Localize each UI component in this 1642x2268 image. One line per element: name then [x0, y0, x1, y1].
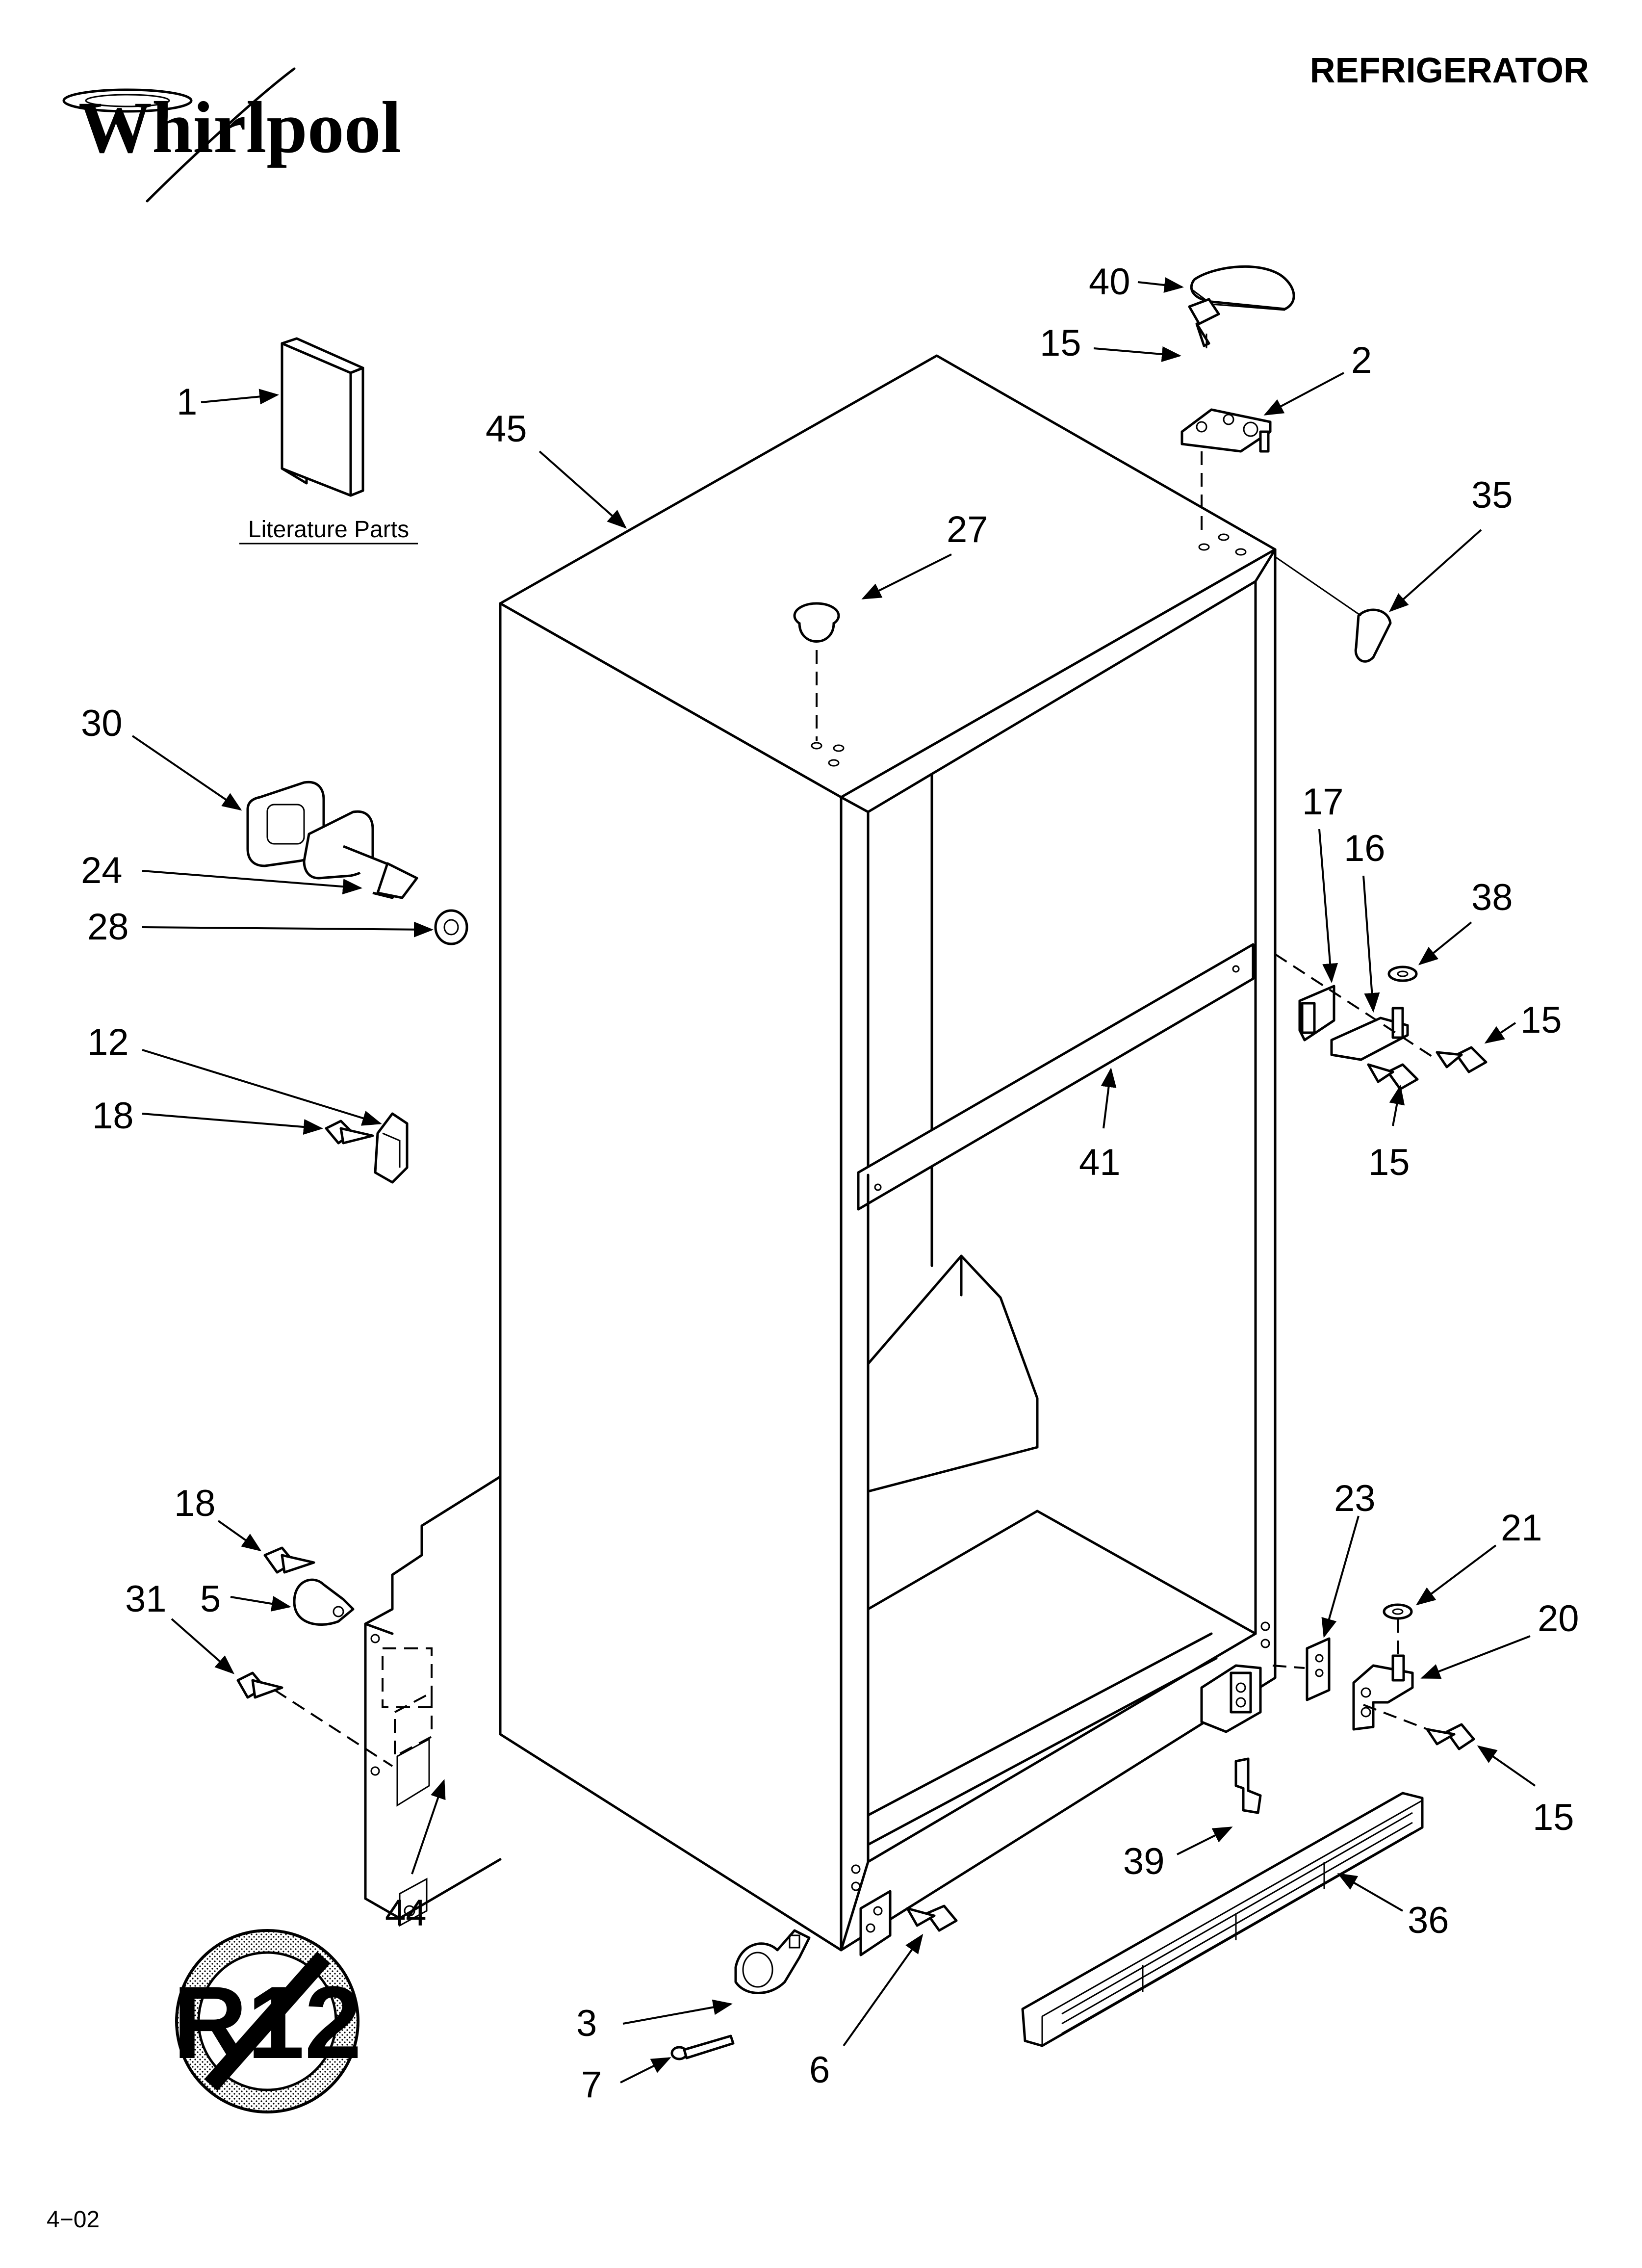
part-screw-center-b	[1367, 1063, 1419, 1091]
whirlpool-logo: Whirlpool	[62, 67, 401, 203]
callout-39: 39	[1123, 1841, 1165, 1882]
part-divider-rail	[857, 943, 1255, 1211]
part-hinge-clip	[1275, 556, 1392, 663]
callout-15-right: 15	[1520, 999, 1562, 1041]
callout-3: 3	[576, 2003, 597, 2044]
callout-6: 6	[809, 2049, 830, 2091]
callout-12: 12	[87, 1021, 129, 1063]
part-screw-left	[325, 1120, 374, 1145]
callout-38: 38	[1471, 877, 1513, 918]
callout-5: 5	[200, 1578, 221, 1620]
callout-35: 35	[1471, 474, 1513, 516]
part-screw-top	[1188, 298, 1220, 347]
page-title: REFRIGERATOR	[1310, 51, 1589, 90]
part-washer-bottom	[1383, 1603, 1413, 1620]
callout-31: 31	[125, 1578, 167, 1620]
part-roller	[734, 1929, 811, 1994]
part-gasket	[246, 781, 325, 867]
callout-labels: 1 2 40 15 45 27 35 30 24 28 12 18 17 16 …	[81, 261, 1579, 2106]
callout-23: 23	[1334, 1478, 1376, 1519]
callout-15-bottom: 15	[1533, 1797, 1574, 1838]
part-plug	[793, 602, 840, 741]
callout-27: 27	[947, 509, 988, 550]
part-top-hinge	[1180, 408, 1272, 453]
part-tube-clamp	[374, 1112, 409, 1184]
leader-lines	[131, 277, 1536, 2084]
part-cabinet	[499, 354, 1277, 1952]
part-hinge-pin-assembly	[303, 810, 418, 899]
part-screw-31	[236, 1671, 283, 1699]
callout-40: 40	[1089, 261, 1130, 303]
part-clamp	[293, 1578, 355, 1626]
part-screw-center-a	[1436, 1046, 1488, 1073]
brand-name: Whirlpool	[78, 87, 401, 168]
callout-18-lower: 18	[174, 1483, 216, 1524]
callout-44: 44	[385, 1892, 427, 1934]
part-washer-center	[1387, 965, 1418, 982]
callout-21: 21	[1501, 1507, 1542, 1549]
part-center-hinge-bracket	[1298, 985, 1335, 1042]
callout-45: 45	[486, 408, 527, 450]
callout-2: 2	[1351, 339, 1372, 381]
callout-30: 30	[81, 703, 123, 744]
part-roller-pin	[670, 2034, 735, 2060]
callout-36: 36	[1408, 1900, 1449, 1941]
part-hinge-cover	[1190, 265, 1295, 311]
part-literature-booklet	[281, 337, 364, 497]
part-bottom-hinge-mount	[1200, 1664, 1262, 1733]
part-rear-bracket	[364, 1475, 502, 1927]
part-screw-lower-left	[263, 1546, 315, 1574]
callout-16: 16	[1344, 828, 1385, 869]
part-bottom-hinge	[1352, 1654, 1414, 1731]
callout-15-top: 15	[1040, 322, 1081, 364]
callout-1: 1	[177, 381, 197, 423]
r12-prohibition-stamp: R12	[173, 1929, 362, 2113]
part-screw-front	[906, 1904, 958, 1932]
part-spacer-washer	[434, 909, 468, 945]
part-grille-clip	[1234, 1757, 1262, 1814]
callout-41: 41	[1079, 1142, 1121, 1183]
part-shim	[1306, 1637, 1331, 1701]
callout-20: 20	[1538, 1598, 1579, 1640]
callout-17: 17	[1302, 781, 1344, 823]
callout-28: 28	[87, 906, 129, 948]
part-screw-bottom-right	[1426, 1723, 1475, 1750]
callout-24: 24	[81, 850, 123, 891]
part-corner-bracket	[859, 1890, 892, 1956]
callout-7: 7	[581, 2064, 602, 2106]
part-toe-grille	[1021, 1792, 1424, 2047]
literature-label: Literature Parts	[248, 517, 409, 543]
callout-18-upper: 18	[92, 1095, 134, 1137]
revision-code: 4−02	[47, 2207, 100, 2233]
callout-15-center: 15	[1368, 1142, 1410, 1183]
